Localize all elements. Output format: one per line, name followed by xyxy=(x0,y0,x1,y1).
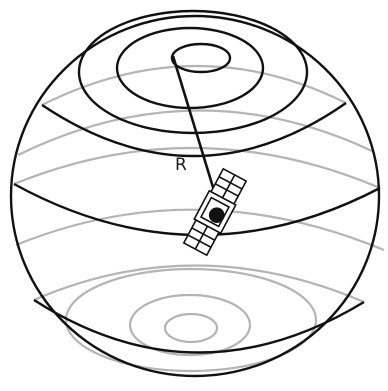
front-latitude-lines xyxy=(14,11,380,353)
back-latitude-line xyxy=(34,265,364,302)
south-pole-ring xyxy=(165,314,217,342)
north-pole-ring xyxy=(117,28,263,108)
south-pole-ring xyxy=(130,295,250,355)
radius-label: R xyxy=(175,155,187,175)
back-latitude-lines xyxy=(14,66,384,302)
north-pole-ring xyxy=(172,44,230,72)
back-latitude-line xyxy=(14,148,380,188)
